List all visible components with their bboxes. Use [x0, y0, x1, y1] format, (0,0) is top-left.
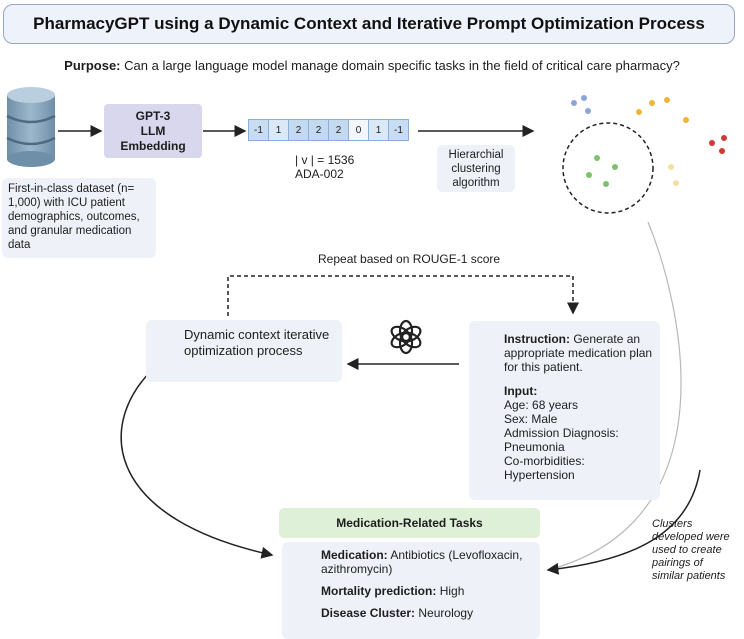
input-label: Input: [504, 384, 538, 398]
vector-cell: 0 [348, 119, 369, 141]
input-line: Pneumonia [504, 440, 565, 454]
instruction-text: Generate an appropriate medication plan … [504, 332, 653, 374]
repeat-loop-line [227, 275, 579, 316]
vector-cell: 1 [268, 119, 289, 141]
clustering-box: Hierarchial clustering algorithm [437, 145, 515, 192]
clusters-note-line: similar patients [652, 570, 726, 582]
embedding-line2: LLM [140, 123, 166, 138]
input-line: Hypertension [504, 468, 575, 482]
page-title: PharmacyGPT using a Dynamic Context and … [33, 14, 705, 33]
embedding-line3: Embedding [120, 138, 186, 153]
instruction-label: Instruction: [504, 332, 570, 346]
mortality-label: Mortality prediction: [321, 584, 437, 598]
vector-cell: 2 [308, 119, 329, 141]
embedding-line1: GPT-3 [135, 108, 171, 123]
cluster-text: Neurology [418, 606, 474, 620]
embedding-vector: -1 1 2 2 2 0 1 -1 [248, 119, 409, 141]
dynamic-context-box: Dynamic context iterative optimization p… [146, 320, 342, 382]
title-banner: PharmacyGPT using a Dynamic Context and … [3, 4, 735, 44]
input-line: Admission Diagnosis: [504, 426, 619, 440]
medication-line: Medication: Antibiotics (Levofloxacin, a… [321, 548, 540, 576]
purpose-text: Can a large language model manage domain… [124, 58, 680, 73]
vector-dim-line2: ADA-002 [295, 167, 344, 181]
mortality-line: Mortality prediction: High [321, 584, 540, 598]
purpose-statement: Purpose: Can a large language model mana… [0, 58, 744, 73]
cluster-dots [571, 95, 727, 187]
vector-cell: -1 [248, 119, 269, 141]
clusters-note-line: developed were [652, 531, 730, 543]
vector-cell: 2 [328, 119, 349, 141]
tasks-box: Medication: Antibiotics (Levofloxacin, a… [282, 542, 540, 639]
embedding-box: GPT-3 LLM Embedding [104, 104, 202, 158]
vector-cell: 1 [368, 119, 389, 141]
input-line: Sex: Male [504, 412, 558, 426]
clustering-line1: Hierarchial [448, 148, 504, 161]
dataset-box: First-in-class dataset (n= 1,000) with I… [2, 178, 156, 258]
vector-dimension: | v | = 1536 ADA-002 [295, 153, 354, 181]
cluster-label: Disease Cluster: [321, 606, 416, 620]
clusters-note-line: Clusters [652, 518, 693, 530]
clusters-note-line: used to create [652, 544, 722, 556]
database-icon [6, 87, 56, 167]
clustering-line3: algorithm [452, 176, 500, 189]
tasks-header: Medication-Related Tasks [279, 508, 540, 538]
vector-cell: 2 [288, 119, 309, 141]
repeat-label: Repeat based on ROUGE-1 score [318, 252, 501, 266]
tasks-header-text: Medication-Related Tasks [336, 516, 483, 530]
instruction: Instruction: Generate an appropriate med… [504, 332, 660, 374]
clusters-note: Clusters developed were used to create p… [652, 518, 730, 583]
vector-cell: -1 [388, 119, 409, 141]
cluster-line: Disease Cluster: Neurology [321, 606, 540, 620]
medication-label: Medication: [321, 548, 388, 562]
clustering-line2: clustering [451, 162, 501, 175]
input-line: Co-morbidities: [504, 454, 585, 468]
clusters-note-line: pairings of [652, 557, 703, 569]
purpose-label: Purpose: [64, 58, 121, 73]
arrow-dynamic-to-tasks [120, 371, 274, 559]
dataset-text: First-in-class dataset (n= 1,000) with I… [8, 183, 140, 251]
input-line: Age: 68 years [504, 398, 579, 412]
mortality-text: High [439, 584, 465, 598]
vector-dim-line1: | v | = 1536 [295, 153, 355, 167]
prompt-box: Instruction: Generate an appropriate med… [469, 321, 660, 500]
arrow-clusters-to-tasks [547, 221, 682, 571]
cluster-circle [562, 122, 654, 214]
medication-text: Antibiotics (Levofloxacin, azithromycin) [321, 548, 523, 576]
openai-icon [390, 319, 422, 355]
dynamic-context-text: Dynamic context iterative optimization p… [184, 327, 330, 358]
